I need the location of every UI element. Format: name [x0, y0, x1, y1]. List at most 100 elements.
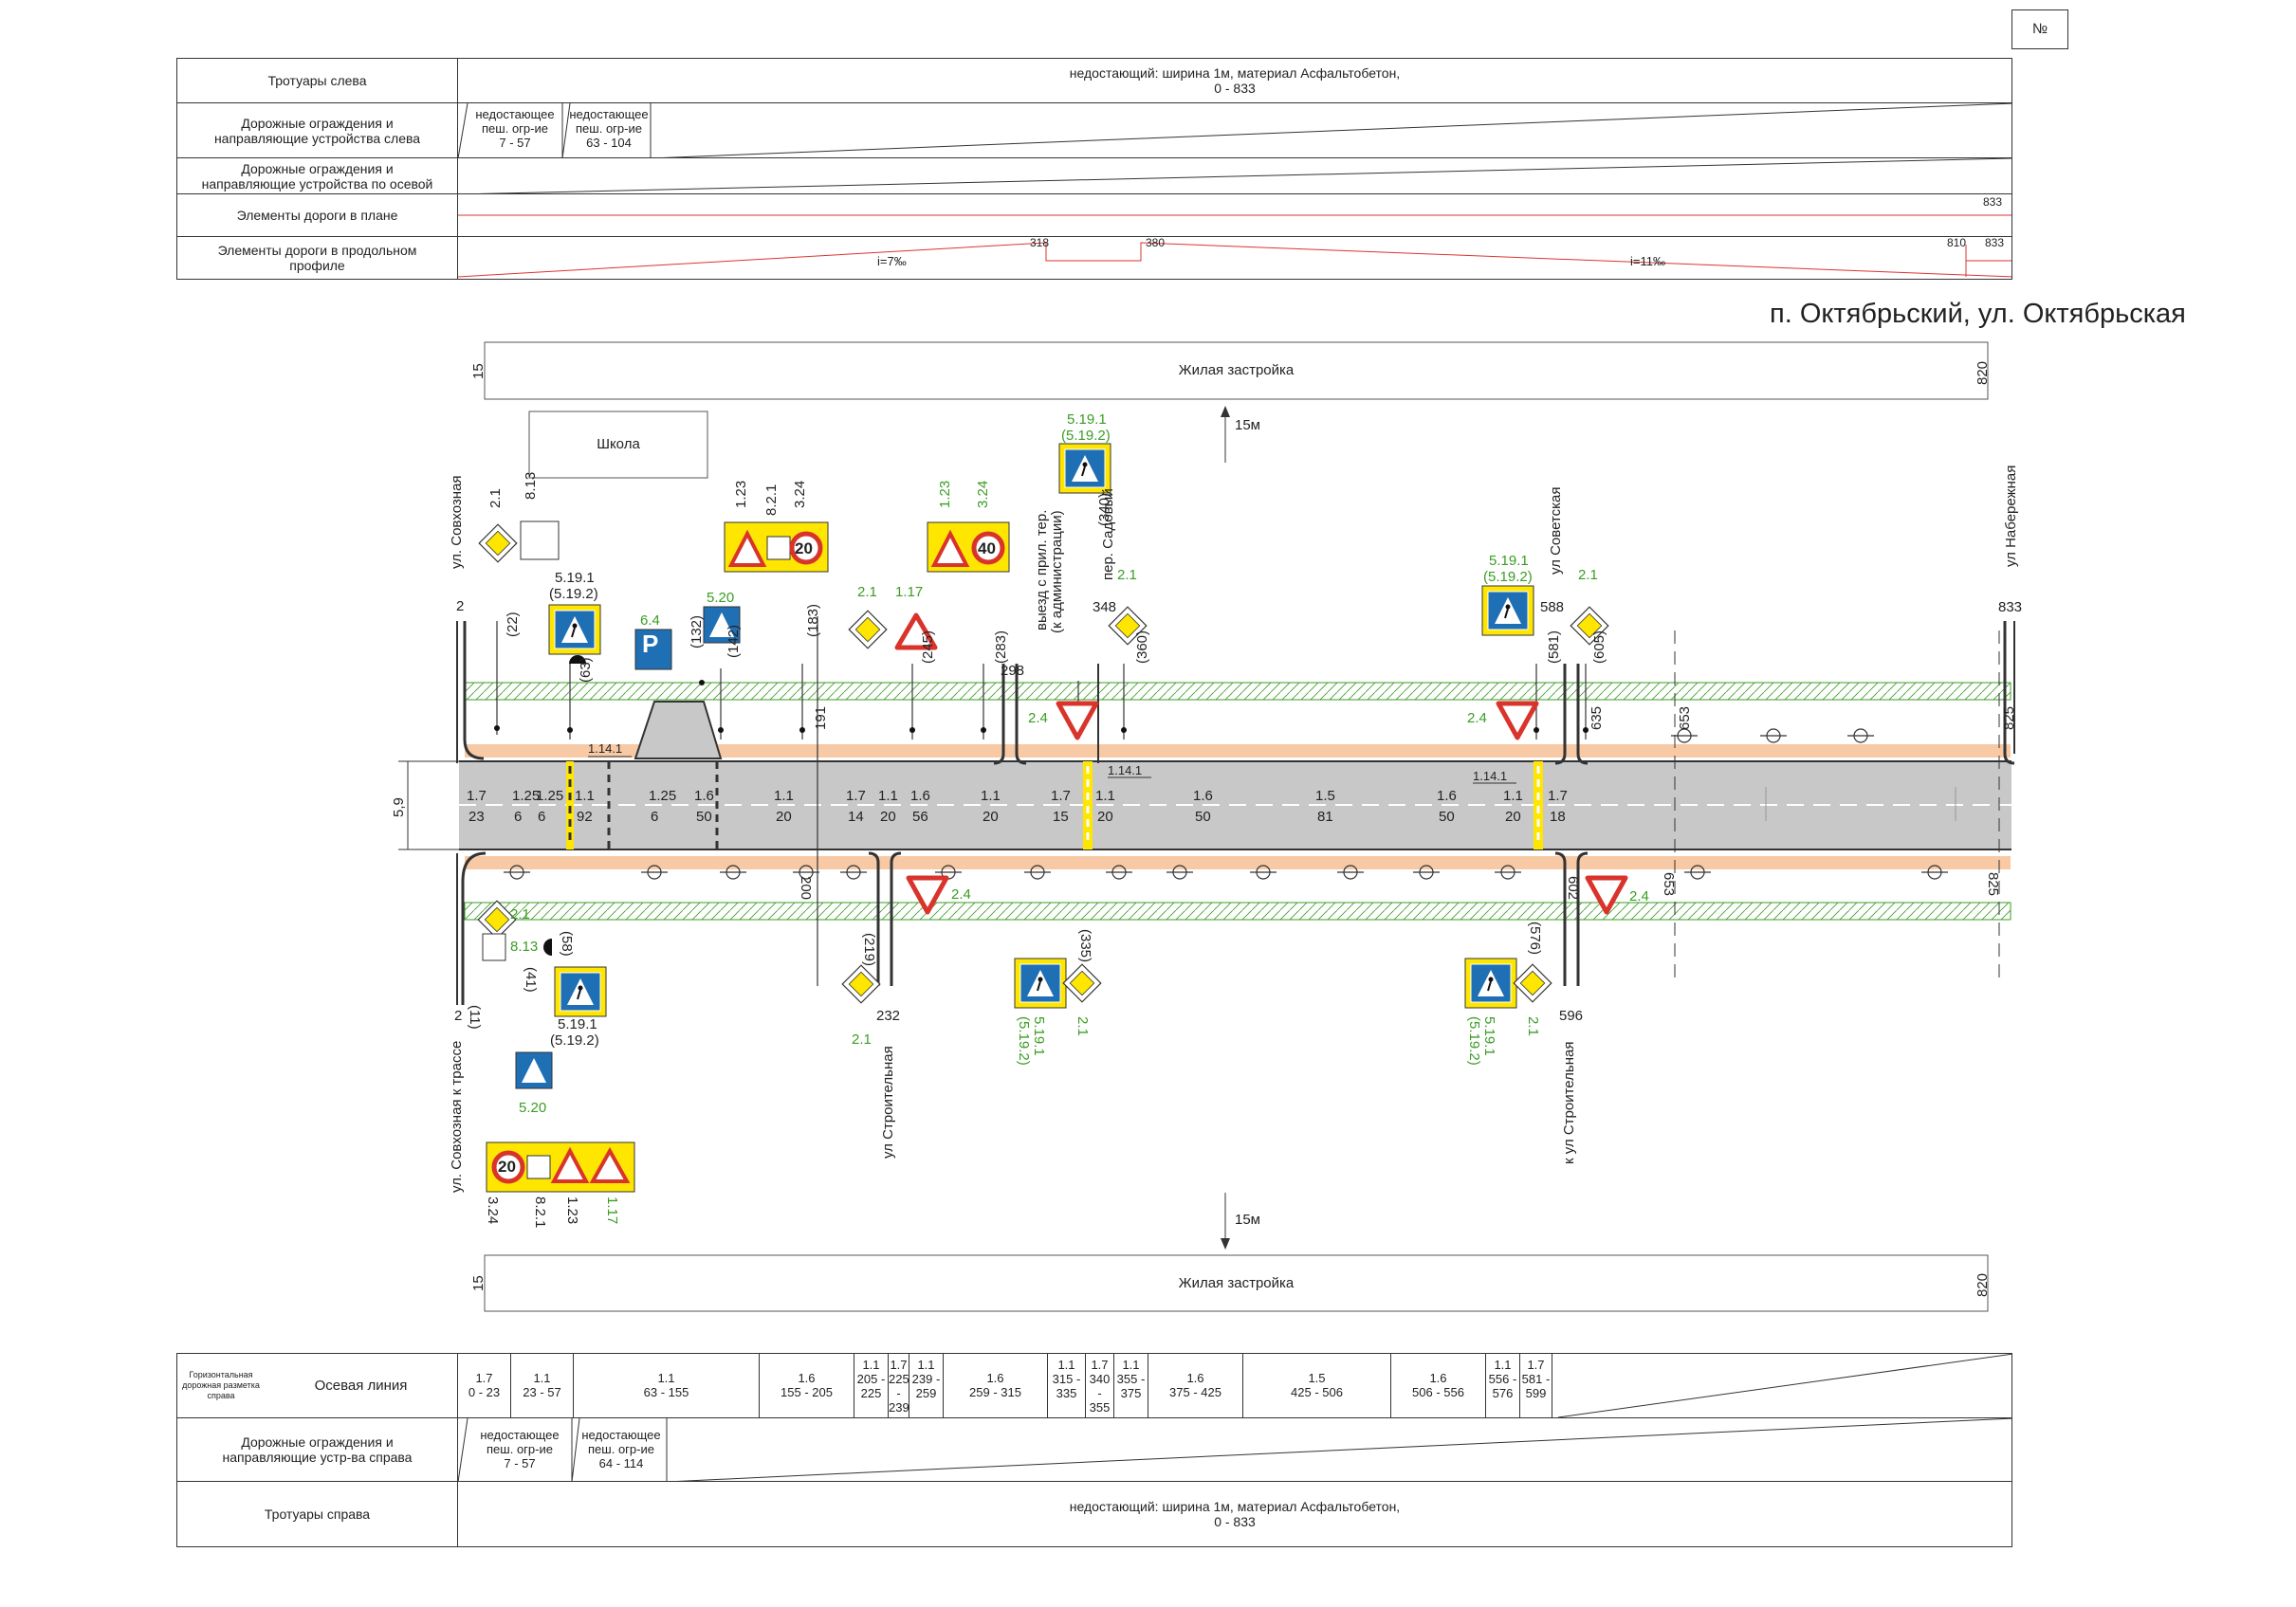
axis-cell-code: 1.6 — [1186, 1371, 1204, 1385]
post-dim-top: (605) — [1591, 630, 1607, 664]
axis-cell-range: 205 - 225 — [856, 1372, 886, 1400]
marking-length: 20 — [1097, 809, 1113, 825]
street-naberezhnaya: ул Набережная — [2003, 465, 2019, 567]
row-label-sidewalk-left: Тротуары слева — [176, 58, 458, 103]
speed-20-a: 20 — [795, 539, 813, 557]
post-dim-top: (340) — [1096, 492, 1112, 526]
axis-cell-range: 556 - 576 — [1488, 1372, 1517, 1400]
sign-label-8-2-1-a: 8.2.1 — [763, 484, 780, 516]
sign-label-5191-f: 5.19.1 — [1481, 1016, 1497, 1056]
post-dim-top: 653 — [1677, 705, 1693, 730]
chainage-2-bottom: 2 — [454, 1008, 463, 1024]
marking-length: 14 — [848, 809, 864, 825]
post-dim-top: 191 — [813, 705, 829, 730]
marking-code: 1.5 — [1315, 788, 1335, 804]
sign-label-2-1-f: 2.1 — [852, 1032, 872, 1048]
axis-cell-code: 1.6 — [1429, 1371, 1447, 1385]
sign-label-3-24-a: 3.24 — [792, 480, 808, 508]
stop-line-1: 1.14.1 — [588, 741, 623, 756]
post-dim-bottom: 653 — [1661, 872, 1677, 897]
post-dim-bottom: 602 — [1565, 876, 1581, 901]
axis-cell-code: 1.6 — [798, 1371, 816, 1385]
sign-label-1-23-c: 1.23 — [564, 1196, 580, 1225]
marking-length: 20 — [880, 809, 896, 825]
post-dim-bottom: (576) — [1527, 922, 1543, 956]
zone-top-end: 820 — [1975, 360, 1991, 385]
offset-bottom-label: 15м — [1235, 1212, 1260, 1228]
axis-cell-range: 63 - 155 — [643, 1385, 689, 1399]
axis-cell-range: 375 - 425 — [1169, 1385, 1221, 1399]
marking-code: 1.1 — [981, 788, 1001, 804]
sign-label-1-23-a: 1.23 — [733, 480, 749, 508]
sign-label-2-4-d: 2.4 — [1629, 888, 1649, 904]
chainage-298: 298 — [1001, 663, 1025, 679]
post-dim-bottom: (335) — [1077, 929, 1093, 963]
sign-label-5192-f: (5.19.2) — [1466, 1016, 1482, 1066]
speed-20-b: 20 — [498, 1158, 516, 1176]
sign-label-5191-e: 5.19.1 — [1031, 1016, 1047, 1056]
marking-code: 1.6 — [1193, 788, 1213, 804]
crosswalk-1 — [566, 761, 574, 849]
zone-bottom-start: 15 — [470, 1275, 487, 1291]
zone-bottom-rect — [484, 1254, 1989, 1312]
axis-cell-code: 1.5 — [1308, 1371, 1326, 1385]
marking-code: 1.7 — [846, 788, 866, 804]
sign-label-5192-c: (5.19.2) — [1483, 569, 1533, 585]
sign-label-5192-a: (5.19.2) — [549, 586, 598, 602]
axis-cell-code: 1.6 — [986, 1371, 1004, 1385]
axis-cell-range: 340 - 355 — [1089, 1372, 1111, 1415]
sign-label-1-17-b: 1.17 — [604, 1196, 620, 1225]
axis-cell-range: 155 - 205 — [781, 1385, 833, 1399]
marking-code: 1.1 — [774, 788, 794, 804]
marking-code: 1.1 — [575, 788, 595, 804]
zone-top-start: 15 — [470, 363, 487, 379]
sign-label-3-24-c: 3.24 — [485, 1196, 501, 1225]
profile-mark-810: 810 — [1947, 236, 1967, 249]
street-sovetskaya: ул Советская — [1548, 486, 1564, 575]
marking-code: 1.1 — [878, 788, 898, 804]
chainage-588: 588 — [1540, 599, 1565, 615]
marking-length: 20 — [1505, 809, 1521, 825]
sign-label-5192-d: (5.19.2) — [550, 1032, 599, 1049]
axis-cell-range: 0 - 23 — [468, 1385, 501, 1399]
marking-code: 1.6 — [910, 788, 930, 804]
sign-label-3-24-b: 3.24 — [975, 480, 991, 508]
sign-label-5-20-b: 5.20 — [519, 1100, 547, 1116]
fence-left-wedge — [458, 103, 2011, 157]
zone-top-rect — [484, 341, 1989, 400]
marking-code: 1.25 — [536, 788, 564, 804]
top-table: Тротуары слева недостающий: ширина 1м, м… — [176, 58, 2012, 280]
sign-label-8-13-b: 8.13 — [510, 939, 539, 955]
axis-cell-code: 1.1 — [657, 1371, 675, 1385]
marking-length: 56 — [912, 809, 928, 825]
sign-label-5192-e: (5.19.2) — [1016, 1016, 1032, 1066]
sign-label-6-4: 6.4 — [640, 612, 660, 629]
profile-graph — [458, 242, 2011, 278]
sidewalk-right-note: недостающий: ширина 1м, материал Асфальт… — [457, 1481, 2012, 1547]
school-rect — [528, 411, 708, 479]
axis-cell-code: 1.7 — [890, 1358, 908, 1372]
marking-length: 20 — [983, 809, 999, 825]
post-dim-top: (132) — [689, 614, 705, 648]
profile-slope-2: i=11‰ — [1630, 254, 1665, 268]
axis-cell-range: 225 - 239 — [889, 1372, 909, 1415]
marking-code: 1.25 — [512, 788, 541, 804]
post-dim-top: (360) — [1134, 630, 1150, 664]
profile-mark-318: 318 — [1030, 236, 1050, 249]
marking-length: 20 — [776, 809, 792, 825]
